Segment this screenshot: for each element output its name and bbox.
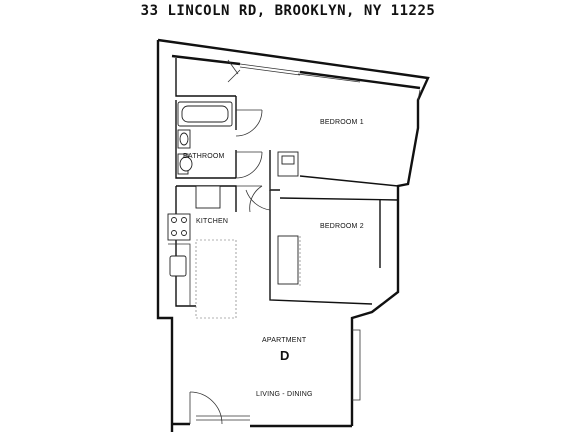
bathroom-fixtures xyxy=(177,101,233,175)
room-label-bedroom-2: BEDROOM 2 xyxy=(320,223,364,230)
room-label-kitchen: KITCHEN xyxy=(196,218,228,225)
kitchen-fixtures xyxy=(167,185,237,319)
doors xyxy=(189,59,271,425)
room-label-apartment: APARTMENT xyxy=(262,337,307,344)
closets xyxy=(277,151,301,288)
property-address: 33 LINCOLN RD, BROOKLYN, NY 11225 xyxy=(140,3,436,19)
room-label-living-dining: LIVING - DINING xyxy=(256,391,313,398)
windows xyxy=(196,63,421,421)
room-label-bathroom: BATHROOM xyxy=(183,153,225,160)
room-label-bedroom-1: BEDROOM 1 xyxy=(320,119,364,126)
unit-letter: D xyxy=(280,348,289,363)
